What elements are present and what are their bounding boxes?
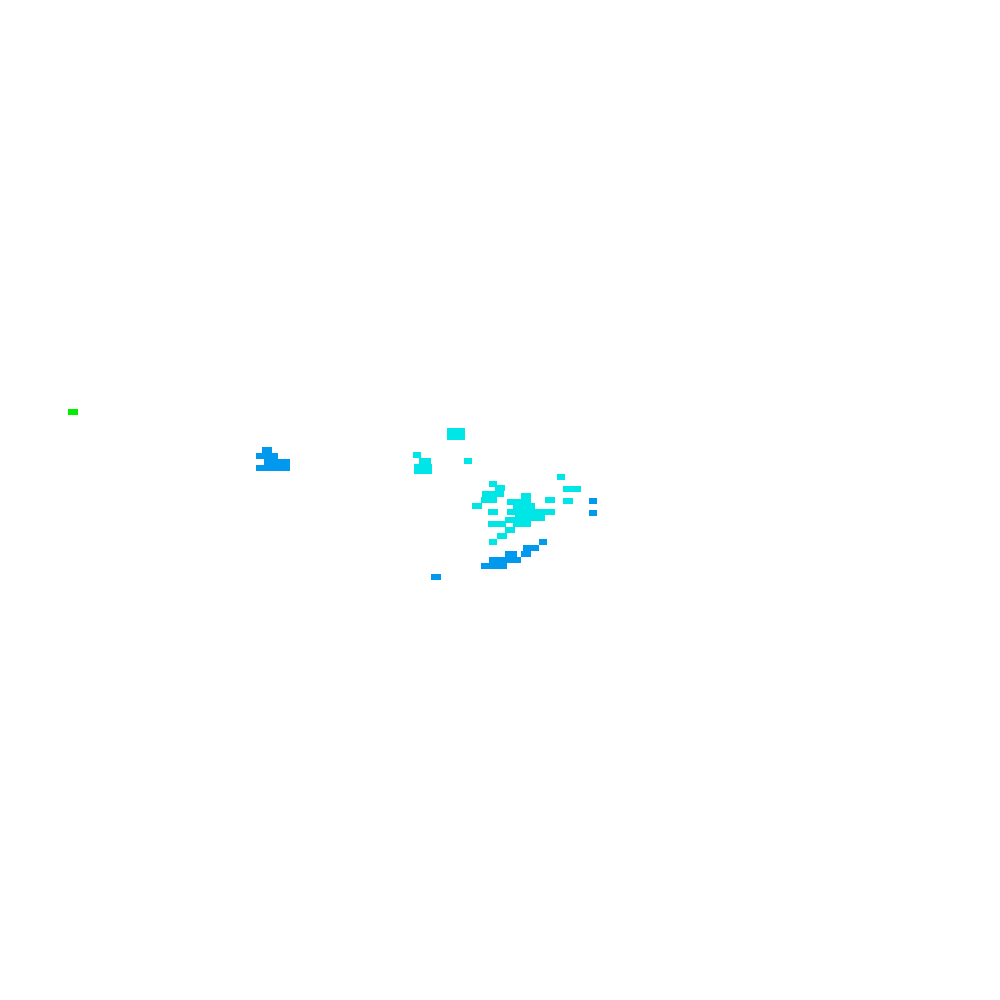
lower-blue-arc-pixel [539, 539, 547, 545]
central-cyan-cluster-pixel [488, 509, 498, 515]
central-cyan-cluster-pixel [557, 474, 565, 480]
lower-blue-arc [431, 539, 547, 580]
left-blue-cluster-pixel [264, 459, 290, 465]
green-speck-pixel [68, 409, 78, 415]
cyan-top-cluster-pixel [419, 458, 431, 464]
central-cyan-cluster-pixel [489, 481, 497, 487]
central-cyan-cluster-pixel [481, 497, 497, 503]
right-blue-specks [589, 498, 597, 516]
lower-blue-arc-pixel [505, 551, 517, 557]
left-blue-cluster [256, 447, 290, 471]
lower-blue-arc-pixel [481, 563, 507, 569]
central-cyan-cluster-pixel [507, 509, 555, 515]
central-cyan-cluster-pixel [563, 486, 581, 492]
cyan-top-cluster-pixel [464, 458, 472, 464]
left-blue-cluster-pixel [256, 453, 278, 459]
lower-blue-arc-pixel [523, 545, 539, 551]
cyan-top-cluster-pixel [447, 428, 465, 440]
lower-blue-arc-pixel [431, 574, 441, 580]
central-cyan-cluster-pixel [515, 515, 545, 521]
central-cyan-cluster-pixel [488, 521, 506, 527]
right-blue-specks-pixel [589, 510, 597, 516]
lower-blue-arc-pixel [489, 557, 521, 563]
central-cyan-cluster-pixel [563, 498, 573, 504]
cyan-top-cluster-pixel [414, 464, 432, 474]
central-cyan-cluster-pixel [482, 491, 504, 497]
green-speck [68, 409, 78, 415]
central-cyan-cluster-pixel [505, 517, 517, 523]
lower-blue-arc-pixel [521, 551, 531, 557]
central-cyan-cluster-pixel [513, 521, 531, 527]
central-cyan-cluster-pixel [489, 539, 497, 545]
cyan-top-cluster [413, 428, 472, 474]
left-blue-cluster-pixel [256, 465, 290, 471]
central-cyan-cluster-pixel [521, 493, 531, 499]
central-cyan-cluster-pixel [507, 499, 531, 505]
central-cyan-cluster-pixel [505, 527, 515, 533]
right-blue-specks-pixel [589, 498, 597, 504]
central-cyan-cluster-pixel [545, 497, 555, 503]
left-blue-cluster-pixel [262, 447, 272, 453]
central-cyan-cluster-pixel [513, 503, 535, 509]
central-cyan-cluster-pixel [497, 533, 507, 539]
central-cyan-cluster-pixel [472, 503, 482, 509]
pixel-layer [68, 409, 597, 580]
central-cyan-cluster [472, 474, 581, 545]
cyan-top-cluster-pixel [413, 452, 421, 458]
central-cyan-cluster-pixel [495, 485, 505, 491]
